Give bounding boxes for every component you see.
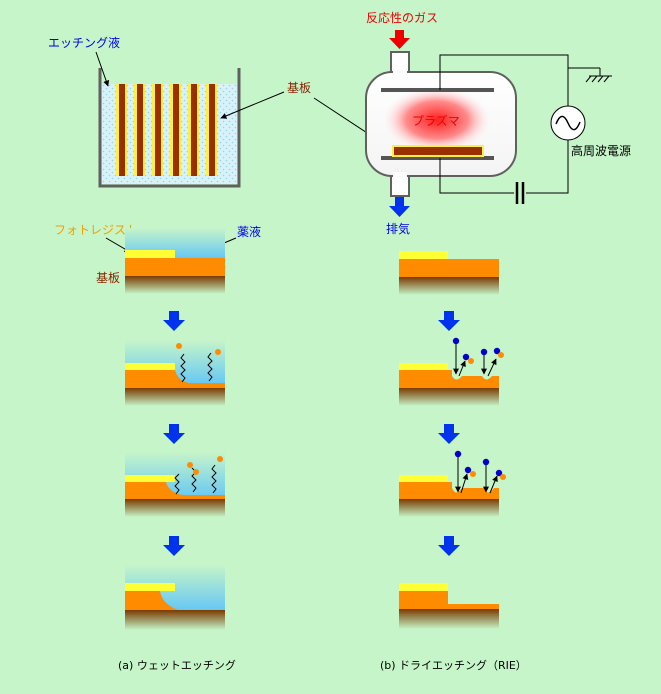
substrate-leader-wet xyxy=(220,91,285,119)
etchant-leader-line xyxy=(95,51,110,87)
substrate-label-wet: 基板 xyxy=(96,271,120,285)
exhaust-arrow xyxy=(389,197,410,217)
etchant-label: エッチング液 xyxy=(48,35,120,50)
tank-wall xyxy=(98,68,241,188)
exhaust-label: 排気 xyxy=(386,221,410,236)
step-arrow xyxy=(163,311,185,331)
ground-icon xyxy=(585,75,612,83)
rf-source-label: 高周波電源 xyxy=(571,143,631,158)
caption-dry: (b) ドライエッチング（RIE） xyxy=(380,658,527,672)
reactive-gas-label: 反応性のガス xyxy=(366,11,438,25)
rie-chamber xyxy=(365,51,517,197)
dry-step-1 xyxy=(399,251,499,295)
chemical-label: 薬液 xyxy=(237,224,261,239)
capacitor-icon xyxy=(515,182,525,204)
upper-electrode xyxy=(381,88,494,92)
wet-step-1 xyxy=(125,228,225,294)
step-arrow xyxy=(163,424,185,444)
wet-step-3 xyxy=(125,452,225,517)
dry-step-4 xyxy=(399,583,499,629)
rie-substrate xyxy=(392,145,484,157)
lower-electrode xyxy=(381,156,494,160)
gas-inlet-arrow xyxy=(389,30,410,49)
rf-source-icon xyxy=(550,105,586,141)
step-arrow xyxy=(438,311,460,331)
plasma-label: プラズマ xyxy=(412,113,460,128)
dry-step-2 xyxy=(399,337,504,406)
substrate-wafers xyxy=(116,84,217,176)
caption-wet: (a) ウェットエッチング xyxy=(118,658,236,672)
step-arrow xyxy=(163,536,185,556)
wet-step-2 xyxy=(125,340,225,406)
wet-step-4 xyxy=(125,565,225,630)
step-arrow xyxy=(438,424,460,444)
step-arrow xyxy=(438,536,460,556)
wet-etching-tank xyxy=(98,68,241,188)
dry-step-3 xyxy=(399,450,506,517)
rf-circuit xyxy=(439,54,601,194)
photoresist-label: フォトレジスト xyxy=(54,223,138,237)
plasma-glow xyxy=(381,86,493,154)
substrate-label-top: 基板 xyxy=(287,81,311,95)
